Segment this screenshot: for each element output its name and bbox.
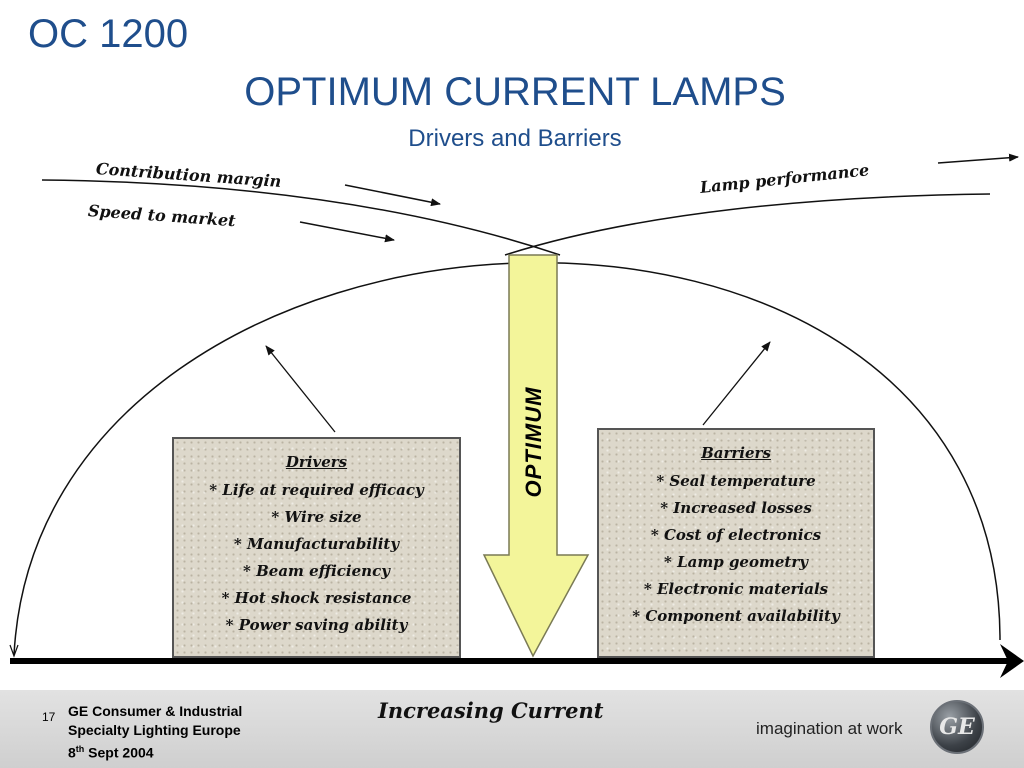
ge-logo-icon: GE — [930, 700, 984, 754]
date-day: 8 — [68, 744, 76, 761]
barriers-item: * Seal temperature — [656, 472, 816, 490]
drivers-item: * Life at required efficacy — [209, 481, 424, 499]
drivers-item: * Power saving ability — [225, 616, 408, 634]
date-rest: Sept 2004 — [84, 744, 154, 761]
barriers-item: * Lamp geometry — [664, 553, 808, 571]
optimum-label: OPTIMUM — [521, 386, 546, 498]
barriers-item: * Cost of electronics — [650, 526, 822, 544]
page-title: OC 1200 — [28, 12, 189, 56]
drivers-arrow-icon — [265, 345, 336, 433]
barriers-item: * Electronic materials — [643, 580, 829, 598]
logo-text: GE — [939, 714, 975, 740]
drivers-item: * Beam efficiency — [243, 562, 390, 580]
contribution-arrow-icon — [344, 184, 441, 207]
brand-tagline: imagination at work — [756, 719, 903, 738]
page-number: 17 — [42, 710, 56, 724]
barriers-item: * Component availability — [632, 607, 840, 625]
barriers-arrow-icon — [702, 341, 771, 426]
x-axis-arrowhead-icon — [1000, 644, 1024, 678]
diagram-canvas — [9, 153, 1024, 678]
speed-arrow-icon — [299, 221, 395, 243]
drivers-heading: Drivers — [285, 453, 348, 471]
company-info: GE Consumer & Industrial Specialty Light… — [68, 702, 242, 763]
optimum-arrow-icon — [482, 254, 590, 658]
drivers-item: * Wire size — [271, 508, 362, 526]
page-subtitle: Drivers and Barriers — [408, 125, 622, 152]
company-line: Specialty Lighting Europe — [68, 722, 241, 738]
barriers-item: * Increased losses — [660, 499, 812, 517]
x-axis-line — [10, 658, 1008, 664]
left-end-arrow-icon — [9, 644, 19, 658]
footer-bar — [0, 690, 1024, 768]
drivers-box: Drivers * Life at required efficacy * Wi… — [172, 437, 461, 658]
x-axis-label: Increasing Current — [378, 698, 604, 723]
drivers-item: * Manufacturability — [233, 535, 400, 553]
drivers-item: * Hot shock resistance — [221, 589, 412, 607]
performance-arrow-icon — [937, 153, 1019, 164]
barriers-box: Barriers * Seal temperature * Increased … — [597, 428, 875, 658]
page-title-line2: OPTIMUM CURRENT LAMPS — [244, 70, 786, 114]
date-suffix: th — [75, 744, 85, 754]
rising-curve — [504, 193, 991, 256]
declining-curve — [41, 179, 561, 256]
company-line: GE Consumer & Industrial — [68, 703, 243, 719]
barriers-heading: Barriers — [701, 444, 771, 462]
presentation-date: 8th Sept 2004 — [68, 740, 242, 763]
